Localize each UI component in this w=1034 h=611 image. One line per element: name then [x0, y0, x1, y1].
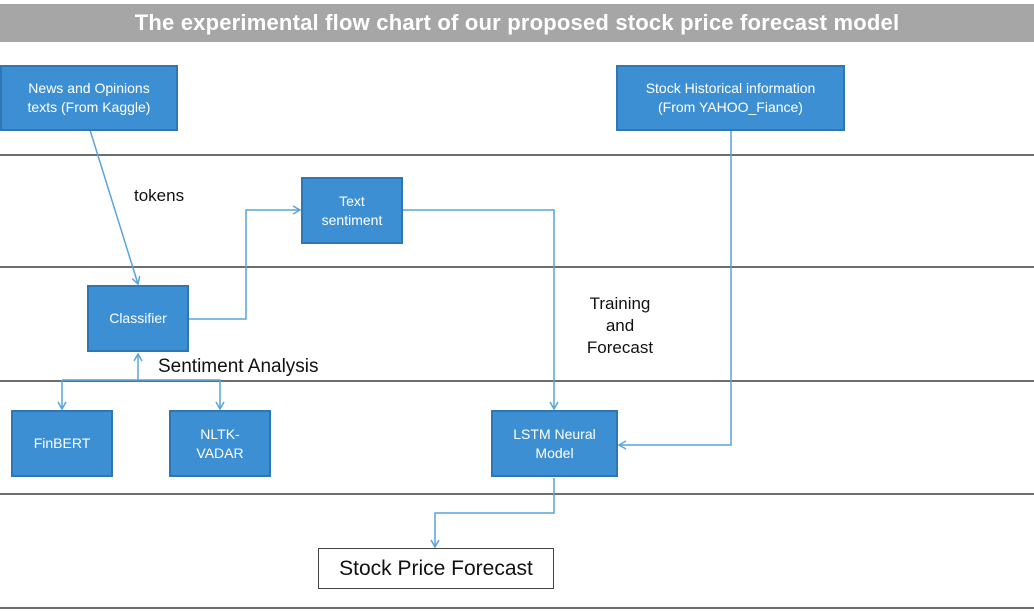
lane-divider-1 — [0, 154, 1034, 156]
finbert-box: FinBERT — [11, 410, 113, 477]
lane-divider-2 — [0, 266, 1034, 268]
arrow-classifier-to-sentiment — [188, 205, 302, 320]
arrow-split-to-nltk — [62, 379, 225, 411]
news-source-box: News and Opinions texts (From Kaggle) — [0, 65, 178, 131]
text-sentiment-box: Text sentiment — [301, 177, 403, 244]
lane-divider-5 — [0, 607, 1034, 609]
arrow-news-to-classifier — [89, 129, 141, 286]
tokens-label: tokens — [134, 186, 185, 205]
training-forecast-label: Training and Forecast — [586, 294, 654, 358]
lstm-model-box: LSTM Neural Model — [491, 410, 618, 477]
diagram-title: The experimental flow chart of our propo… — [0, 4, 1034, 42]
arrow-lstm-to-forecast — [430, 478, 555, 549]
lane-divider-4 — [0, 493, 1034, 495]
arrow-history-to-lstm — [617, 131, 732, 450]
forecast-output-box: Stock Price Forecast — [318, 548, 554, 589]
sentiment-analysis-label: Sentiment Analysis — [158, 356, 319, 377]
stock-history-box: Stock Historical information (From YAHOO… — [616, 65, 845, 131]
classifier-box: Classifier — [87, 285, 189, 352]
lane-divider-3 — [0, 380, 1034, 382]
nltk-vadar-box: NLTK- VADAR — [169, 410, 271, 477]
arrow-sentiment-to-lstm — [403, 209, 559, 411]
